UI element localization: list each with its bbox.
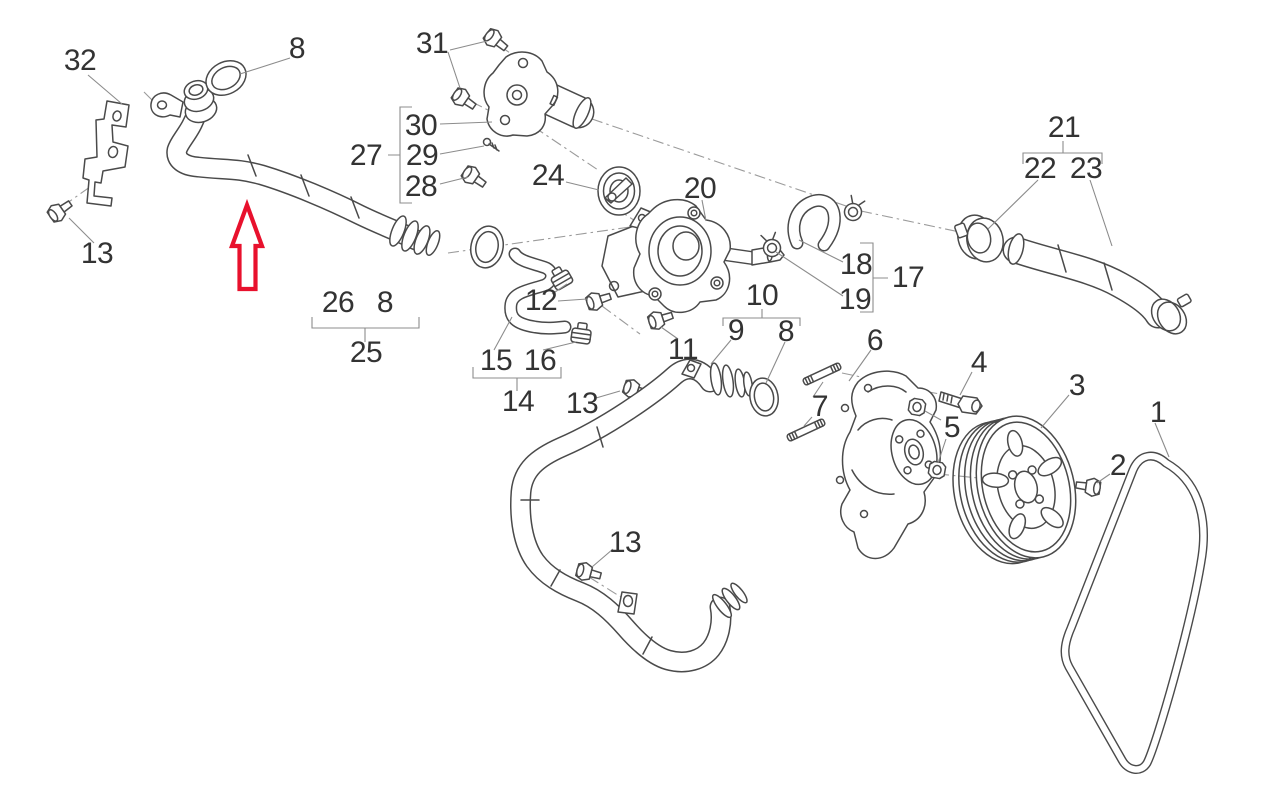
annotation-arrow bbox=[228, 198, 266, 292]
bolt-2 bbox=[1074, 475, 1103, 498]
water-pipe-25 bbox=[150, 79, 441, 256]
thermostat-housing-30 bbox=[483, 51, 595, 137]
part-label-14-8: 8 bbox=[376, 286, 394, 319]
assembly-axis-lines bbox=[62, 45, 1083, 600]
part-label-17-18: 18 bbox=[839, 248, 873, 281]
part-label-3-30: 30 bbox=[404, 109, 438, 142]
part-label-30-4: 4 bbox=[970, 346, 988, 379]
o-ring-8-top bbox=[205, 60, 247, 96]
part-label-25-9: 9 bbox=[727, 314, 745, 347]
part-label-33-2: 2 bbox=[1109, 449, 1127, 482]
thermostat-24 bbox=[597, 166, 641, 216]
part-label-21-16: 16 bbox=[523, 344, 557, 377]
part-label-16-12: 12 bbox=[524, 284, 558, 317]
leader-lines bbox=[68, 40, 1170, 568]
part-label-28-6: 6 bbox=[866, 324, 884, 357]
part-label-5-29: 29 bbox=[405, 139, 439, 172]
bolt-4 bbox=[938, 391, 983, 415]
part-label-13-26: 26 bbox=[321, 286, 355, 319]
part-label-32-3: 3 bbox=[1068, 369, 1086, 402]
part-label-11-23: 23 bbox=[1069, 152, 1103, 185]
band-clamp-22 bbox=[954, 214, 1004, 263]
o-ring-8-mid bbox=[470, 225, 504, 269]
bolt-12 bbox=[583, 287, 614, 314]
part-label-22-14: 14 bbox=[501, 385, 535, 418]
part-label-35-13: 13 bbox=[608, 526, 642, 559]
stud-7-a bbox=[801, 361, 843, 387]
part-label-23-13: 13 bbox=[565, 387, 599, 420]
nut-5-a bbox=[906, 396, 928, 418]
part-label-8-20: 20 bbox=[683, 172, 717, 205]
spring-clamp-19-b bbox=[841, 194, 866, 224]
part-label-0-32: 32 bbox=[63, 44, 97, 77]
drive-belt-1 bbox=[1060, 451, 1208, 774]
part-label-6-28: 28 bbox=[404, 170, 438, 203]
part-label-24-11: 11 bbox=[667, 333, 699, 366]
part-label-20-15: 15 bbox=[479, 344, 513, 377]
part-label-7-24: 24 bbox=[531, 159, 565, 192]
part-label-2-31: 31 bbox=[415, 27, 449, 60]
part-label-4-27: 27 bbox=[349, 139, 383, 172]
part-label-10-22: 22 bbox=[1023, 152, 1057, 185]
bolt-31-b bbox=[448, 84, 481, 115]
part-label-19-17: 17 bbox=[891, 261, 925, 294]
part-label-9-21: 21 bbox=[1047, 111, 1081, 144]
o-ring-8-lower bbox=[749, 377, 779, 417]
part-label-26-10: 10 bbox=[745, 279, 779, 312]
part-label-1-8: 8 bbox=[288, 32, 306, 65]
group-brackets bbox=[311, 106, 1103, 391]
hose-clamp-16 bbox=[569, 321, 593, 346]
part-label-34-1: 1 bbox=[1149, 396, 1167, 429]
worm-clamp-on-hose-23 bbox=[1150, 293, 1192, 335]
water-pipe-9 bbox=[510, 358, 754, 673]
part-label-31-5: 5 bbox=[943, 411, 961, 444]
bracket-32 bbox=[82, 100, 130, 207]
part-label-18-19: 19 bbox=[838, 283, 872, 316]
bypass-hose-18 bbox=[787, 194, 841, 252]
water-pump-6 bbox=[835, 370, 942, 560]
part-label-12-13: 13 bbox=[80, 237, 114, 270]
screw-29 bbox=[482, 137, 500, 152]
pump-cover-20 bbox=[601, 198, 785, 314]
part-label-29-7: 7 bbox=[811, 390, 829, 423]
radiator-hose-23 bbox=[1002, 233, 1172, 329]
part-label-27-8: 8 bbox=[777, 315, 795, 348]
pulley-3 bbox=[952, 415, 1077, 565]
part-label-15-25: 25 bbox=[349, 336, 383, 369]
bypass-hose-15 bbox=[504, 247, 572, 335]
nut-5-b bbox=[926, 459, 948, 481]
